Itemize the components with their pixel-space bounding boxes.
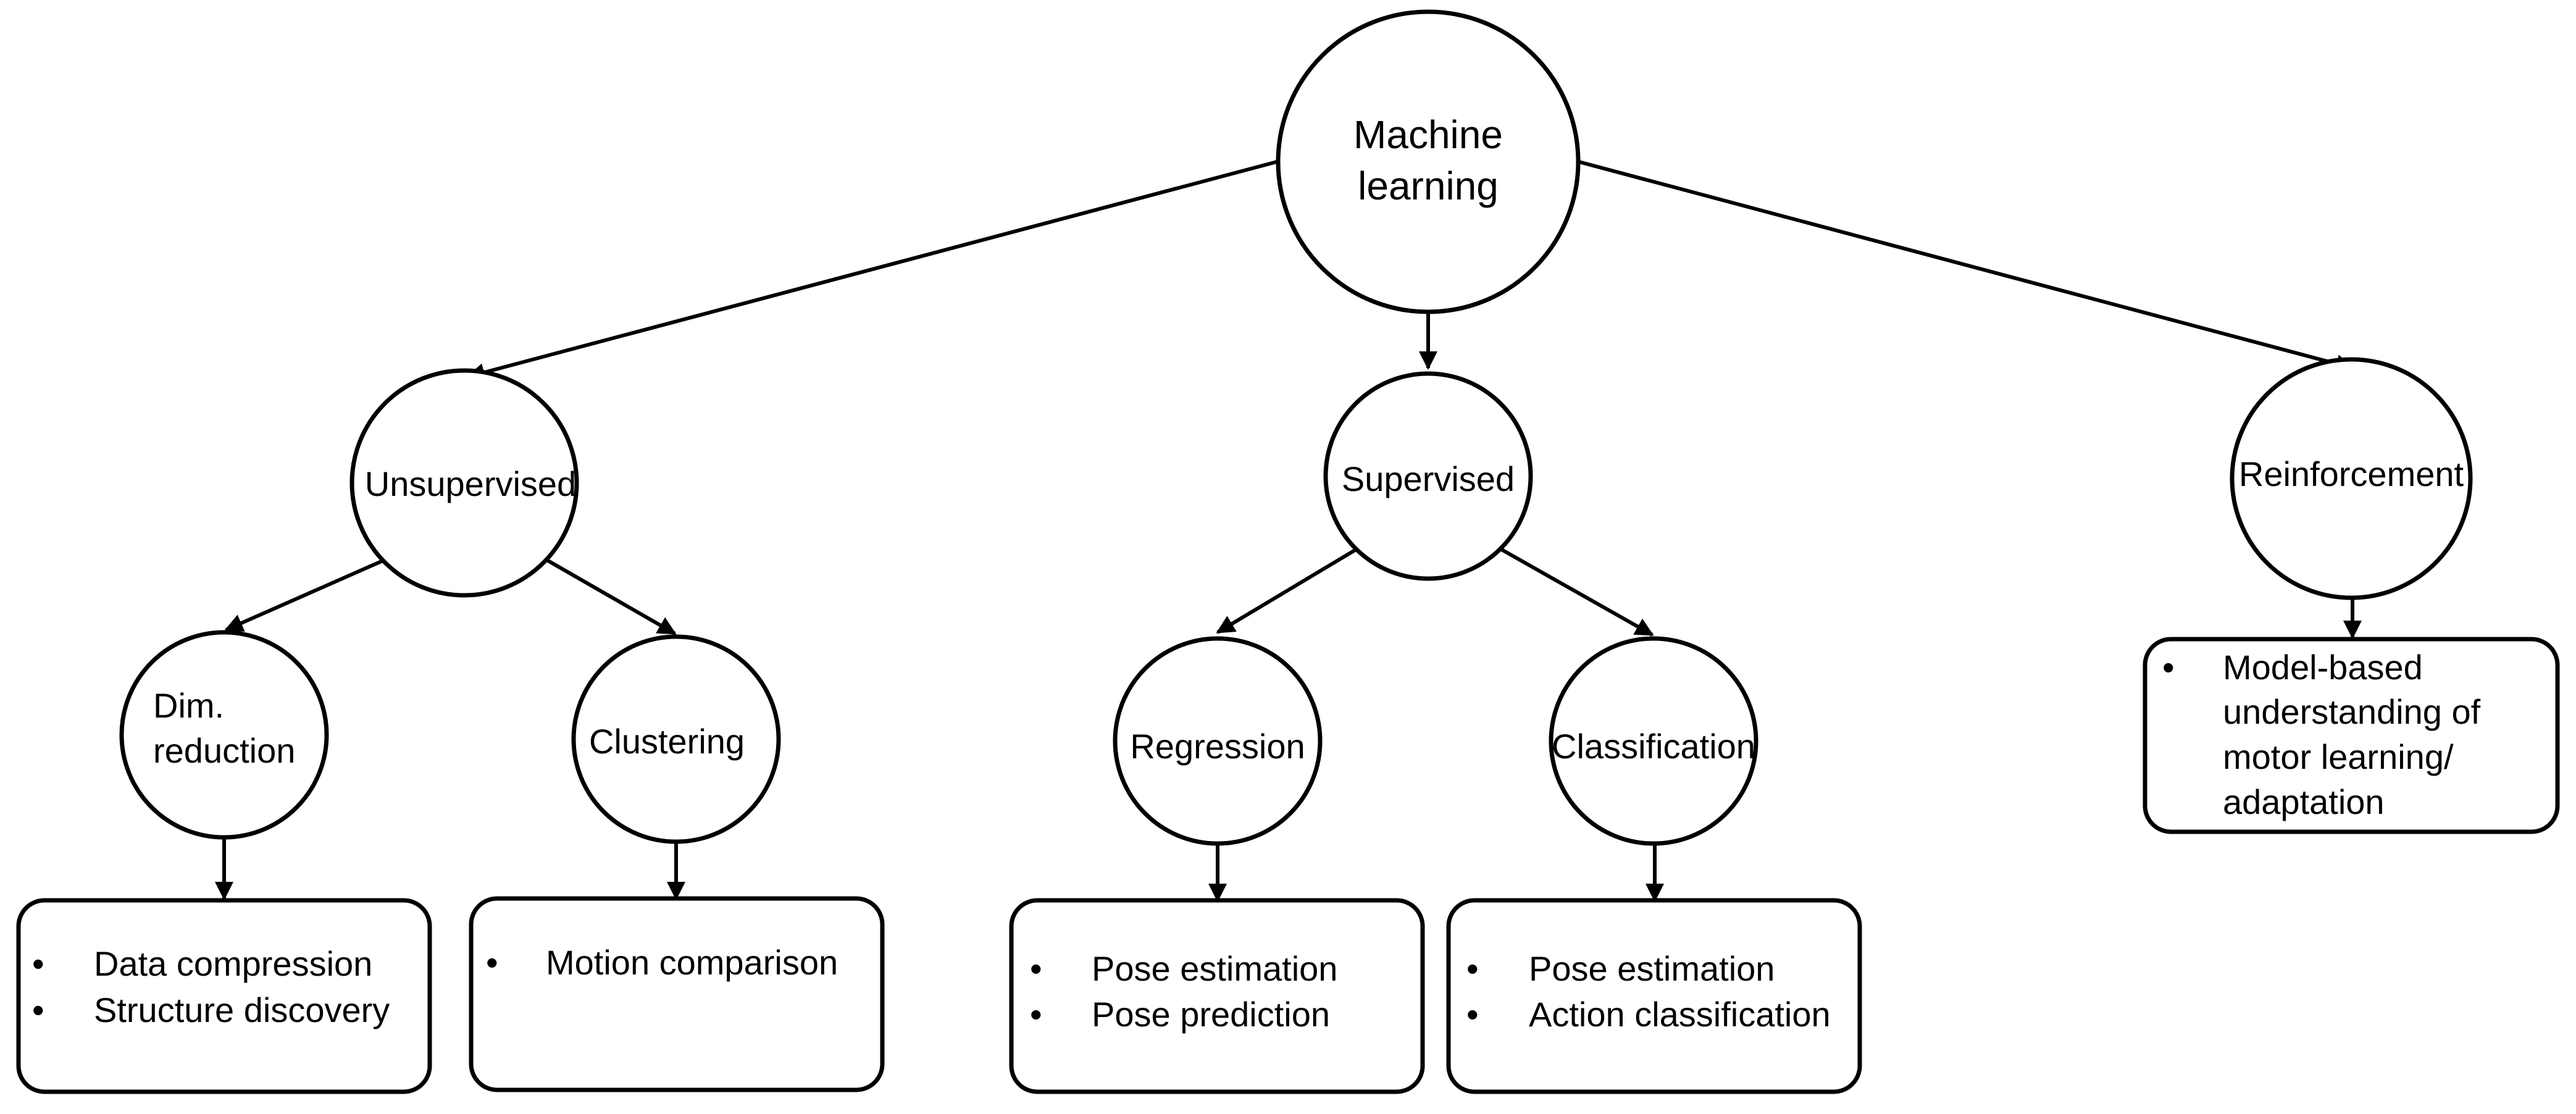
node-unsupervised-label: Unsupervised <box>365 464 576 503</box>
edge-root-to-unsupervised <box>466 160 1278 382</box>
node-regression-circle <box>1113 636 1323 846</box>
node-machine-learning-label-line1: Machine <box>1353 112 1503 157</box>
node-clustering-circle <box>571 634 781 844</box>
node-machine-learning-circle <box>1276 9 1581 314</box>
node-dim-reduction: Dim. reduction <box>119 630 329 840</box>
node-machine-learning: Machine learning <box>1276 9 1581 314</box>
node-supervised: Supervised <box>1323 371 1533 581</box>
box-dim-reduction: • Data compression • Structure discovery <box>16 898 432 1094</box>
node-clustering-label: Clustering <box>589 722 745 761</box>
box-dim-reduction-item-2: Structure discovery <box>94 990 390 1029</box>
bullet-marker: • <box>2162 648 2175 687</box>
node-machine-learning-label-line2: learning <box>1358 164 1499 208</box>
box-reinforcement-line-2: understanding of <box>2223 692 2481 731</box>
node-reinforcement-label: Reinforcement <box>2239 454 2464 493</box>
node-dim-reduction-label-line2: reduction <box>153 731 295 770</box>
box-clustering-item-1: Motion comparison <box>546 943 838 982</box>
edge-unsupervised-to-clustering <box>545 558 677 635</box>
node-reinforcement: Reinforcement <box>2230 357 2473 600</box>
bullet-marker: • <box>1030 949 1042 988</box>
box-dim-reduction-border <box>16 898 432 1094</box>
box-clustering-border <box>469 896 885 1092</box>
box-classification-item-2: Action classification <box>1529 995 1831 1034</box>
box-reinforcement-line-4: adaptation <box>2223 782 2385 821</box>
bullet-marker: • <box>32 944 44 983</box>
edge-unsupervised-to-dimreduction <box>224 559 384 632</box>
bullet-marker: • <box>1466 995 1479 1034</box>
bullet-marker: • <box>32 990 44 1029</box>
box-reinforcement-border <box>2143 637 2560 834</box>
node-unsupervised-circle <box>349 368 579 598</box>
node-supervised-label: Supervised <box>1342 459 1515 498</box>
edge-supervised-to-classification <box>1500 548 1654 637</box>
node-dim-reduction-label-line1: Dim. <box>153 686 224 725</box>
node-regression-label: Regression <box>1130 727 1305 766</box>
box-regression: • Pose estimation • Pose prediction <box>1009 898 1425 1094</box>
box-regression-border <box>1009 898 1425 1094</box>
edges <box>215 160 2362 902</box>
node-reinforcement-circle <box>2230 357 2473 600</box>
box-dim-reduction-item-1: Data compression <box>94 944 372 983</box>
bullet-marker: • <box>1030 995 1042 1034</box>
bullet-marker: • <box>486 943 498 982</box>
edge-supervised-to-regression <box>1216 548 1357 634</box>
box-classification-item-1: Pose estimation <box>1529 949 1775 988</box>
box-regression-item-1: Pose estimation <box>1092 949 1337 988</box>
box-reinforcement-line-3: motor learning/ <box>2223 737 2454 776</box>
box-clustering: • Motion comparison <box>469 896 885 1092</box>
node-classification-circle <box>1549 636 1758 846</box>
node-supervised-circle <box>1323 371 1533 581</box>
box-classification-border <box>1446 898 1862 1094</box>
box-classification: • Pose estimation • Action classificatio… <box>1446 898 1862 1094</box>
node-regression: Regression <box>1113 636 1323 846</box>
bullet-marker: • <box>1466 949 1479 988</box>
node-classification-label: Classification <box>1552 727 1755 766</box>
box-reinforcement-line-1: Model-based <box>2223 648 2423 687</box>
node-dim-reduction-circle <box>119 630 329 840</box>
edge-root-to-reinforcement <box>1578 160 2354 373</box>
box-reinforcement: • Model-based understanding of motor lea… <box>2143 637 2560 834</box>
box-regression-item-2: Pose prediction <box>1092 995 1330 1034</box>
node-classification: Classification <box>1549 636 1758 846</box>
node-unsupervised: Unsupervised <box>349 368 579 598</box>
node-clustering: Clustering <box>571 634 781 844</box>
